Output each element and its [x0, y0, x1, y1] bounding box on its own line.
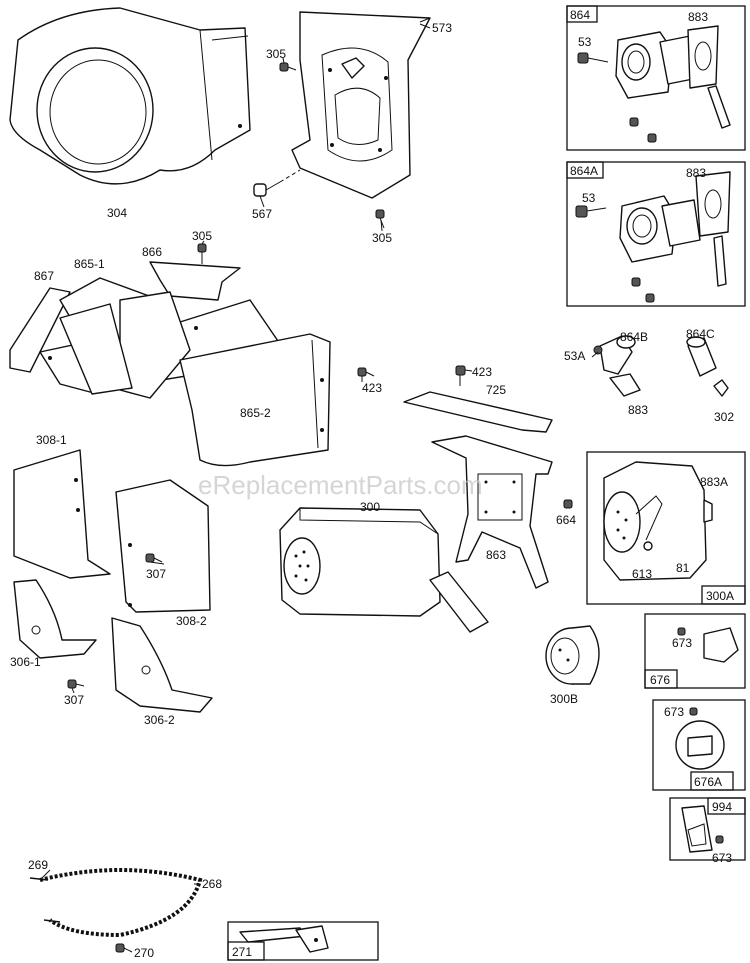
blower-housing-304	[9, 7, 251, 185]
label-271: 271	[232, 945, 252, 959]
label-307: 307	[64, 693, 84, 707]
label-305: 305	[372, 231, 392, 245]
label-423: 423	[472, 365, 492, 379]
shield-308-1	[13, 449, 111, 579]
label-866: 866	[142, 245, 162, 259]
label-269: 269	[28, 858, 48, 872]
label-81: 81	[676, 561, 690, 575]
shield-308-2	[115, 479, 211, 613]
leader-lines	[39, 23, 599, 953]
box-300a	[586, 451, 746, 605]
label-53: 53	[578, 35, 592, 49]
screw-664	[563, 499, 573, 509]
label-864a: 864A	[570, 164, 598, 178]
screw-423-left	[357, 367, 375, 377]
label-573: 573	[432, 21, 452, 35]
label-865-2: 865-2	[240, 406, 271, 420]
label-268: 268	[202, 877, 222, 891]
label-304: 304	[107, 206, 127, 220]
screw-423-right	[455, 365, 466, 386]
box-271	[227, 921, 379, 961]
box-994	[669, 797, 746, 861]
box-864	[566, 5, 746, 151]
label-676a: 676A	[694, 775, 722, 789]
label-300b: 300B	[550, 692, 578, 706]
part-labels: 304 305 573 567 305 864 883 53 864A 883 …	[10, 8, 734, 960]
label-613: 613	[632, 567, 652, 581]
label-305: 305	[266, 47, 286, 61]
label-994: 994	[712, 800, 732, 814]
label-883: 883	[688, 10, 708, 24]
label-864c: 864C	[686, 327, 715, 341]
label-673: 673	[664, 705, 684, 719]
screw-305-top	[279, 62, 297, 72]
label-423: 423	[362, 381, 382, 395]
label-673: 673	[712, 851, 732, 865]
label-53: 53	[582, 191, 596, 205]
label-270: 270	[134, 946, 154, 960]
screw-567	[253, 169, 301, 197]
label-664: 664	[556, 513, 576, 527]
label-300a: 300A	[706, 589, 734, 603]
label-302: 302	[714, 410, 734, 424]
bracket-863	[431, 435, 553, 589]
label-867: 867	[34, 269, 54, 283]
air-guide-573	[291, 11, 431, 199]
label-567: 567	[252, 207, 272, 221]
spark-arrester-300b	[545, 625, 600, 685]
label-676: 676	[650, 673, 670, 687]
label-883: 883	[686, 166, 706, 180]
box-864a	[566, 161, 746, 307]
label-306-2: 306-2	[144, 713, 175, 727]
label-673: 673	[672, 636, 692, 650]
screw-307-b	[67, 679, 85, 689]
label-307: 307	[146, 567, 166, 581]
label-308-1: 308-1	[36, 433, 67, 447]
label-308-2: 308-2	[176, 614, 207, 628]
label-865-1: 865-1	[74, 257, 105, 271]
watermark: eReplacementParts.com	[198, 470, 483, 500]
label-883a: 883A	[700, 475, 728, 489]
cable-268	[29, 868, 203, 953]
label-306-1: 306-1	[10, 655, 41, 669]
screw-305-lower	[375, 209, 385, 229]
label-864b: 864B	[620, 330, 648, 344]
label-883: 883	[628, 403, 648, 417]
muffler-300	[279, 507, 489, 633]
baffle-306-2	[111, 617, 213, 713]
small-parts-864b-864c	[593, 335, 729, 397]
label-305: 305	[192, 229, 212, 243]
label-863: 863	[486, 548, 506, 562]
label-725: 725	[486, 383, 506, 397]
box-676	[644, 613, 746, 689]
label-300: 300	[360, 500, 380, 514]
cylinder-shield-assembly	[9, 243, 331, 467]
baffle-306-1	[13, 579, 97, 659]
label-53a: 53A	[564, 349, 585, 363]
label-864: 864	[570, 8, 590, 22]
box-676a	[652, 699, 746, 791]
bracket-725	[403, 391, 553, 433]
